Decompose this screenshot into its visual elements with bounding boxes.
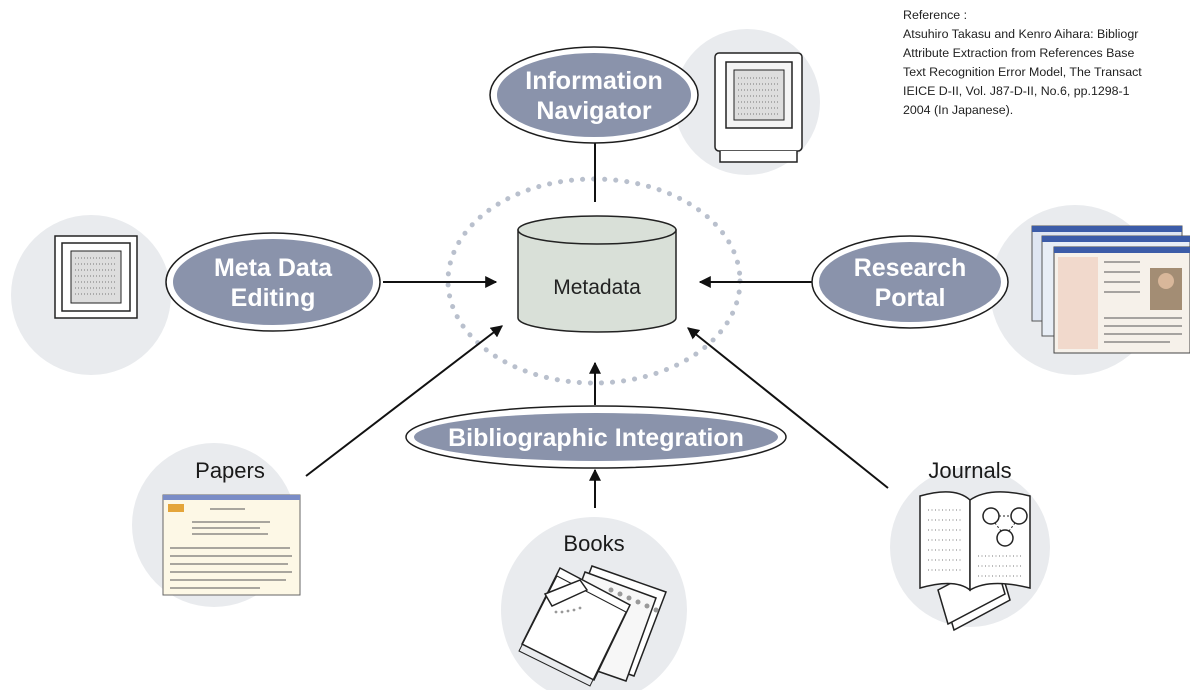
journals-label: Journals: [928, 458, 1011, 483]
arrows: [305, 128, 889, 508]
info-nav-pill: Information Navigator: [489, 46, 699, 144]
meta-edit-line1: Meta Data: [214, 254, 333, 282]
reference-block: Reference : Atsuhiro Takasu and Kenro Ai…: [903, 6, 1190, 166]
papers-label: Papers: [195, 458, 265, 483]
reference-heading: Reference :: [903, 8, 968, 22]
journals-icon: [919, 491, 1031, 632]
reference-line: Attribute Extraction from References Bas…: [903, 46, 1135, 60]
meta-edit-pill: Meta Data Editing: [165, 232, 381, 332]
reference-line: 2004 (In Japanese).: [903, 103, 1014, 117]
reference-line: IEICE D-II, Vol. J87-D-II, No.6, pp.1298…: [903, 84, 1130, 98]
profile-pages-icon: [1031, 225, 1190, 354]
biblio-label: Bibliographic Integration: [448, 424, 744, 452]
arrow-from-papers: [305, 325, 503, 477]
reference-line: Text Recognition Error Model, The Transa…: [903, 65, 1142, 79]
metadata-label: Metadata: [553, 276, 641, 299]
biblio-pill: Bibliographic Integration: [405, 405, 787, 469]
info-nav-line1: Information: [525, 67, 663, 95]
research-pill: Research Portal: [811, 235, 1009, 329]
research-line2: Portal: [875, 284, 946, 312]
info-nav-line2: Navigator: [536, 97, 652, 125]
document-page-icon: [162, 494, 301, 596]
books-icon: [518, 565, 667, 687]
meta-edit-line2: Editing: [231, 284, 316, 312]
metadata-database: Metadata: [517, 215, 677, 333]
arrow-from-journals: [687, 327, 889, 489]
monitor-icon: [714, 52, 803, 163]
research-line1: Research: [854, 254, 967, 282]
reference-line: Atsuhiro Takasu and Kenro Aihara: Biblio…: [903, 27, 1139, 41]
books-label: Books: [563, 531, 624, 556]
monitor-icon: [54, 235, 138, 319]
